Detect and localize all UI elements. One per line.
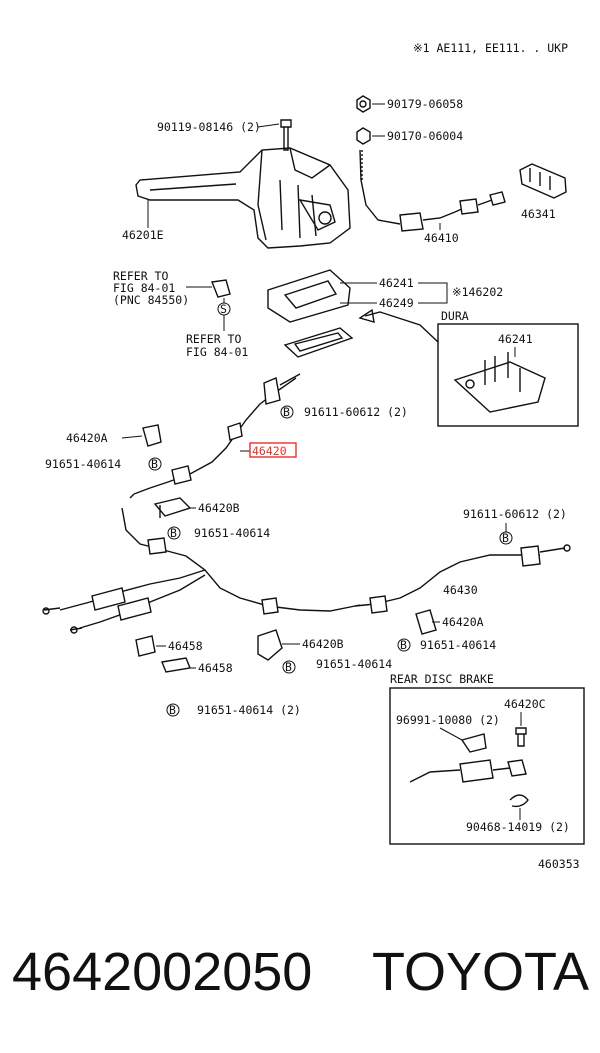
label-96991: 96991-10080 (2) <box>396 713 500 727</box>
bracket-46420B-2 <box>257 629 283 661</box>
front-cable-46410 <box>359 149 506 232</box>
lock-nut <box>356 127 371 145</box>
label-46420B-1: 46420B <box>198 501 240 515</box>
label-90179: 90179-06058 <box>387 97 463 111</box>
adjusting-nut <box>356 95 371 113</box>
applicability-note: ※1 AE111, EE111. . UKP <box>413 41 568 55</box>
refer-line-2: FIG 84-01 <box>113 281 175 295</box>
bolt-marker: B <box>285 660 292 674</box>
refer-s-line-1: REFER TO <box>186 332 241 346</box>
footer: 4642002050 TOYOTA <box>0 932 600 1012</box>
bracket-46420B-1 <box>153 497 192 518</box>
dura-arrow <box>364 311 439 343</box>
label-dura: DURA <box>441 309 469 323</box>
dura-inset-box <box>437 323 579 427</box>
label-46420A-1: 46420A <box>66 431 108 445</box>
rear-cable-46430 <box>354 544 571 614</box>
label-46341: 46341 <box>521 207 556 221</box>
label-46458-b: 46458 <box>198 661 233 675</box>
diagram-id: 460353 <box>538 857 580 871</box>
rear-cable-46420 <box>129 373 301 499</box>
label-91651-2: 91651-40614 <box>194 526 270 540</box>
label-91651-5: 91651-40614 (2) <box>197 703 301 717</box>
label-91611-a: 91611-60612 (2) <box>304 405 408 419</box>
spring-clip-90468 <box>509 794 529 808</box>
label-46420A-2: 46420A <box>442 615 484 629</box>
label-91651-1: 91651-40614 <box>45 457 121 471</box>
bolt-marker: B <box>283 405 290 419</box>
label-146202: ※146202 <box>452 285 503 299</box>
highlight-box <box>249 442 297 458</box>
dura-bracket <box>453 352 546 413</box>
label-91651-4: 91651-40614 <box>316 657 392 671</box>
label-46201E: 46201E <box>122 228 164 242</box>
equalizer-46341 <box>519 163 567 199</box>
bolt-marker: B <box>502 531 509 545</box>
rear-disc-cable <box>409 759 527 783</box>
bolt-marker: B <box>169 703 176 717</box>
refer-line-3: (PNC 84550) <box>113 293 189 307</box>
label-46430: 46430 <box>443 583 478 597</box>
refer-line-1: REFER TO <box>113 269 168 283</box>
label-91651-3: 91651-40614 <box>420 638 496 652</box>
rear-cable-bundle <box>42 507 361 634</box>
clip-96991 <box>460 733 487 753</box>
bolt-marker: B <box>170 526 177 540</box>
brand-name: TOYOTA <box>372 942 590 1002</box>
boot-retainer-46249 <box>283 327 354 358</box>
label-dura-46241: 46241 <box>498 332 533 346</box>
label-46420C: 46420C <box>504 697 546 711</box>
parking-brake-lever <box>135 147 351 249</box>
label-90119: 90119-08146 (2) <box>157 120 261 134</box>
label-46420-highlighted: 46420 <box>252 444 287 458</box>
bolt-marker: B <box>151 457 158 471</box>
refer-s-line-2: FIG 84-01 <box>186 345 248 359</box>
label-46241: 46241 <box>379 276 414 290</box>
console-boot-46241 <box>267 269 351 323</box>
clamp-46420A-2 <box>415 609 437 635</box>
s-marker-letter: S <box>220 302 227 316</box>
label-46249: 46249 <box>379 296 414 310</box>
bolt-46420C <box>515 727 527 747</box>
clip-46458-a <box>135 635 156 657</box>
part-number: 4642002050 <box>12 942 313 1002</box>
label-46420B-2: 46420B <box>302 637 344 651</box>
clip-part <box>211 279 231 298</box>
lever-bolt <box>280 119 292 151</box>
parts-diagram: ※1 AE111, EE111. . UKP 90119-08146 (2) 4… <box>42 41 585 871</box>
label-90468: 90468-14019 (2) <box>466 820 570 834</box>
label-90170: 90170-06004 <box>387 129 463 143</box>
rear-disc-inset-box <box>389 687 585 845</box>
clamp-46420A-1 <box>142 424 162 447</box>
label-46458-a: 46458 <box>168 639 203 653</box>
label-46410: 46410 <box>424 231 459 245</box>
bolt-marker: B <box>400 638 407 652</box>
clip-46458-b <box>161 657 191 673</box>
label-rear-disc-brake: REAR DISC BRAKE <box>390 672 494 686</box>
label-91611-b: 91611-60612 (2) <box>463 507 567 521</box>
